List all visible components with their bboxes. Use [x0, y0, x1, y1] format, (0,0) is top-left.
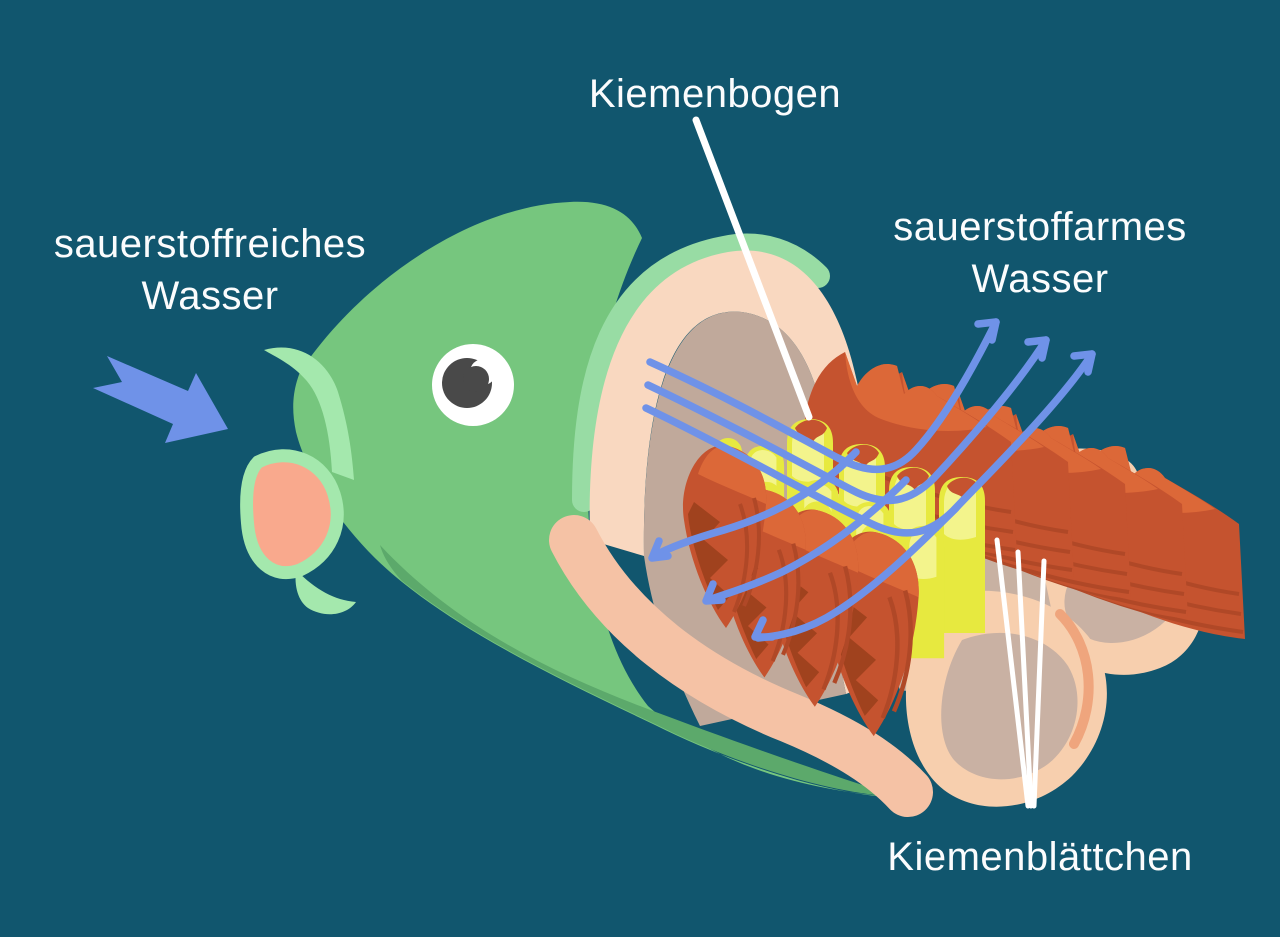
- flow-line-down-icon: [754, 504, 960, 642]
- cut-edge: [572, 233, 830, 512]
- water-inflow-arrow-icon: [93, 356, 228, 443]
- label-oxygen-poor-water-line1: sauerstoffarmes: [893, 205, 1187, 249]
- flow-line-down-icon: [650, 448, 860, 560]
- gill-filament-pointer-line: [1015, 549, 1034, 809]
- label-gill-filaments: Kiemenblättchen: [887, 835, 1192, 879]
- fish-eye-icon: [432, 344, 514, 426]
- gill-arch-pointer-line: [692, 116, 813, 421]
- arrowhead-icon: [1070, 350, 1096, 376]
- flow-line-up-icon: [646, 318, 1000, 474]
- arrowhead-icon: [648, 537, 672, 562]
- gill-filament-pointer-line: [1031, 558, 1047, 809]
- upper-lip: [264, 347, 354, 480]
- cavity-outer-ring: [589, 250, 892, 694]
- body-lower-inner: [941, 632, 1078, 780]
- arrowhead-icon: [974, 318, 1000, 344]
- label-oxygen-poor-water-line2: Wasser: [971, 257, 1108, 301]
- arrowhead-icon: [1024, 336, 1050, 362]
- head-body: [293, 201, 900, 798]
- label-oxygen-rich-water-line2: Wasser: [141, 274, 278, 318]
- body-lower-rim: [1055, 609, 1094, 749]
- label-gill-arch: Kiemenbogen: [589, 72, 841, 116]
- arrowhead-icon: [702, 580, 726, 605]
- arrowhead-icon: [751, 616, 776, 641]
- pointer-lines: [692, 116, 1047, 809]
- flow-line-up-icon: [642, 350, 1096, 537]
- water-flow-arrows: [642, 318, 1096, 642]
- mouth-opening: [240, 449, 344, 580]
- jaw-band: [549, 515, 933, 817]
- label-oxygen-rich-water-line1: sauerstoffreiches: [54, 222, 366, 266]
- lower-lip: [295, 570, 356, 615]
- fish-mouth: [240, 347, 356, 615]
- gill-filament-pointer-line: [994, 537, 1031, 809]
- flow-line-down-icon: [704, 476, 910, 604]
- fish-head: [293, 201, 900, 798]
